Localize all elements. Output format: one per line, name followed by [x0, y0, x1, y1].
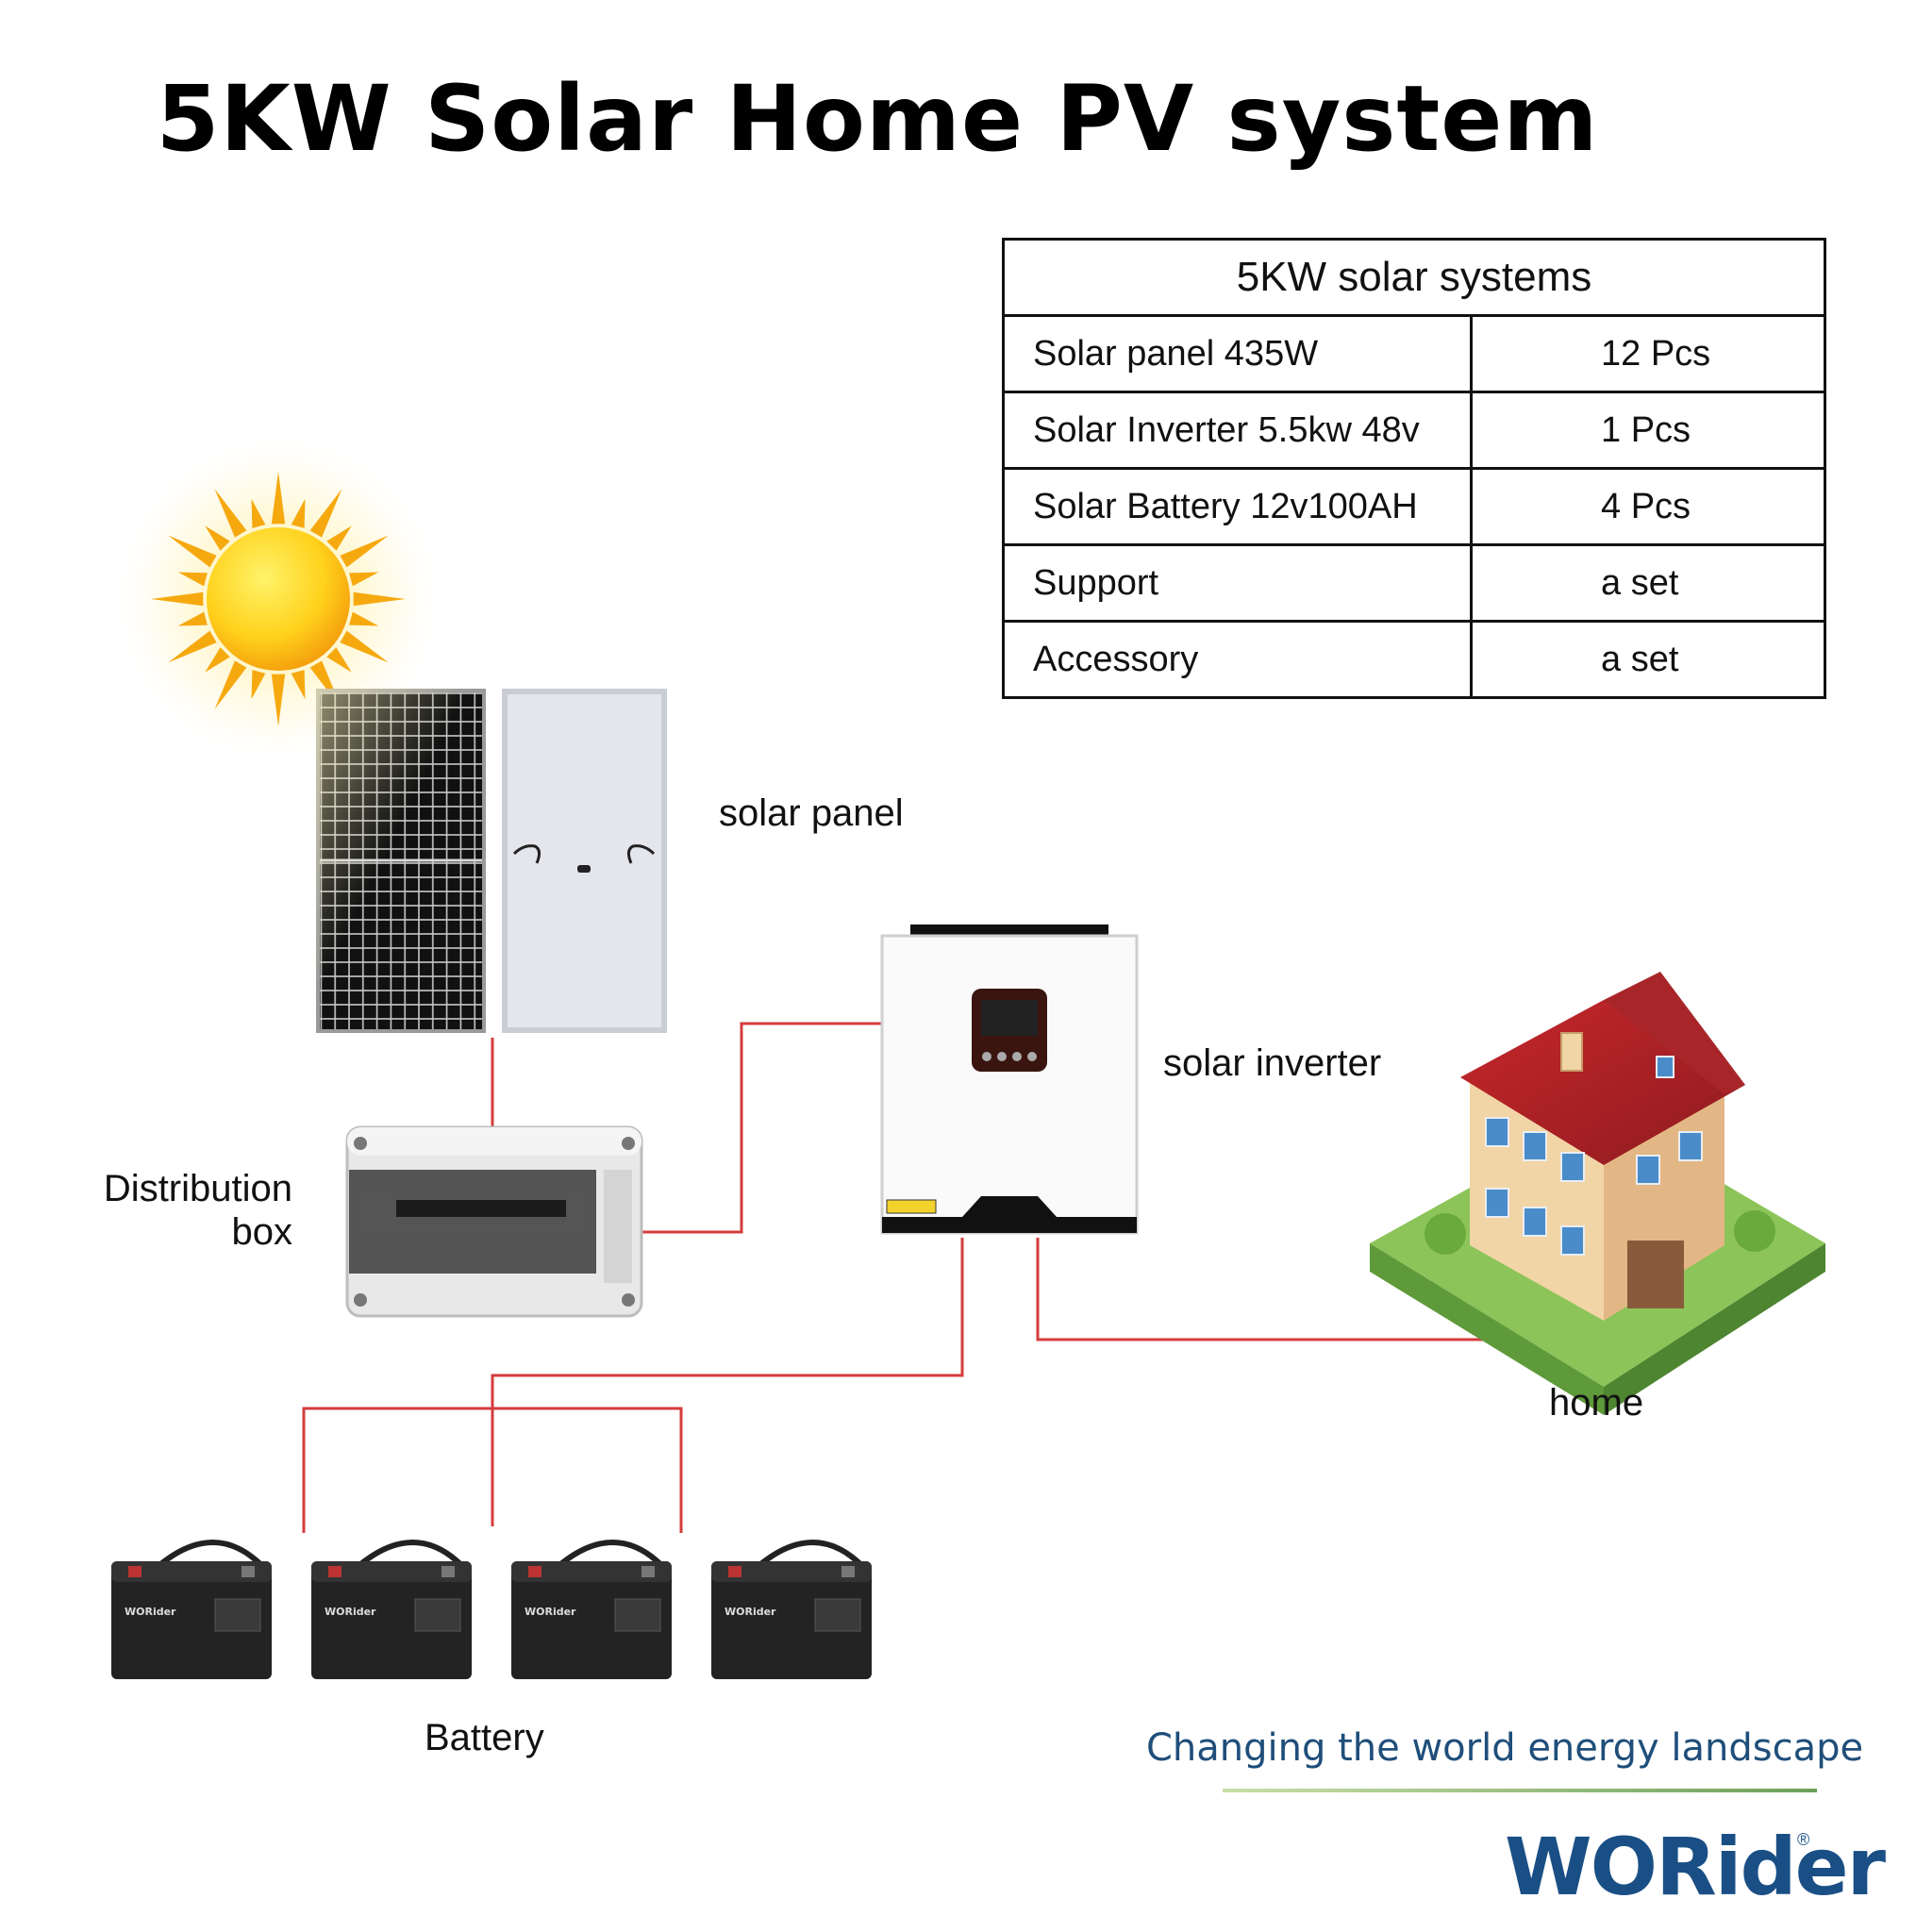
table-cell-item: Solar panel 435W: [1002, 314, 1473, 393]
sun-ray: [326, 525, 352, 551]
sun-ray: [168, 535, 217, 568]
table-cell-qty: a set: [1470, 543, 1826, 623]
home-image: [1370, 972, 1825, 1415]
table-row: Accessory a set: [1002, 620, 1826, 699]
label-solar-panel: solar panel: [719, 792, 904, 834]
svg-text:WORider: WORider: [125, 1606, 176, 1618]
tagline-divider: [1223, 1789, 1817, 1792]
registered-mark: ®: [1797, 1830, 1810, 1849]
wiring: [302, 1022, 1509, 1533]
sun-ray: [271, 674, 286, 726]
sun-ray: [177, 572, 208, 587]
sun-icon: [118, 439, 439, 759]
wire-inverter-to-battery: [491, 1238, 964, 1526]
inverter-image: [880, 924, 1139, 1235]
label-home: home: [1549, 1382, 1644, 1424]
spec-table: 5KW solar systems Solar panel 435W 12 Pc…: [1002, 238, 1826, 699]
battery-icon: WORider: [711, 1540, 872, 1679]
svg-text:WORider: WORider: [725, 1606, 776, 1618]
table-header: 5KW solar systems: [1002, 238, 1826, 317]
sun-ray: [309, 489, 342, 538]
table-cell-qty: 4 Pcs: [1470, 467, 1826, 546]
sun-ray: [326, 647, 352, 673]
sun-ray: [168, 630, 217, 663]
battery-icon: WORider: [111, 1540, 272, 1679]
table-cell-item: Accessory: [1002, 620, 1473, 699]
sun-ray: [151, 591, 204, 607]
sun-ray: [349, 572, 379, 587]
wire-box-to-inverter: [641, 1022, 882, 1234]
table-row: Solar Battery 12v100AH 4 Pcs: [1002, 467, 1826, 546]
sun-ray: [214, 660, 247, 709]
tagline: Changing the world energy landscape: [1146, 1726, 1864, 1770]
sun-ray: [291, 498, 306, 528]
sun-ray: [251, 498, 266, 528]
sun-ray: [205, 647, 230, 673]
label-distribution-box-line1: Distribution: [103, 1168, 292, 1209]
table-cell-qty: 12 Pcs: [1470, 314, 1826, 393]
table-cell-qty: 1 Pcs: [1470, 391, 1826, 470]
sun-ray: [205, 525, 230, 551]
wire-battery-bus: [302, 1407, 683, 1533]
brand-logo: WORider: [1505, 1821, 1886, 1913]
solar-panel-image: [316, 689, 667, 1033]
sun-ray: [214, 489, 247, 538]
table-cell-item: Solar Inverter 5.5kw 48v: [1002, 391, 1473, 470]
label-solar-inverter: solar inverter: [1163, 1042, 1382, 1084]
sun-ray: [251, 670, 266, 700]
table-cell-item: Support: [1002, 543, 1473, 623]
sun-ray: [271, 472, 286, 525]
svg-text:WORider: WORider: [525, 1606, 576, 1618]
table-row: Solar panel 435W 12 Pcs: [1002, 314, 1826, 393]
table-row: Solar Inverter 5.5kw 48v 1 Pcs: [1002, 391, 1826, 470]
sun-ray: [340, 535, 389, 568]
table-cell-qty: a set: [1470, 620, 1826, 699]
sun-ray: [353, 591, 406, 607]
battery-icon: WORider: [311, 1540, 472, 1679]
sun-ray: [340, 630, 389, 663]
sun-ray: [177, 611, 208, 626]
battery-bank: WORider WORider WORider WORider: [111, 1540, 872, 1679]
table-cell-item: Solar Battery 12v100AH: [1002, 467, 1473, 546]
sun-ray: [349, 611, 379, 626]
label-battery: Battery: [425, 1717, 544, 1758]
battery-icon: WORider: [511, 1540, 672, 1679]
table-header-row: 5KW solar systems: [1002, 238, 1826, 317]
wire-inverter-to-home: [1036, 1238, 1509, 1341]
svg-text:WORider: WORider: [325, 1606, 376, 1618]
table-row: Support a set: [1002, 543, 1826, 623]
sun-ray: [291, 670, 306, 700]
distribution-box-image: [345, 1125, 643, 1318]
label-distribution-box-line2: box: [231, 1211, 293, 1253]
page-title: 5KW Solar Home PV system: [156, 66, 1599, 172]
